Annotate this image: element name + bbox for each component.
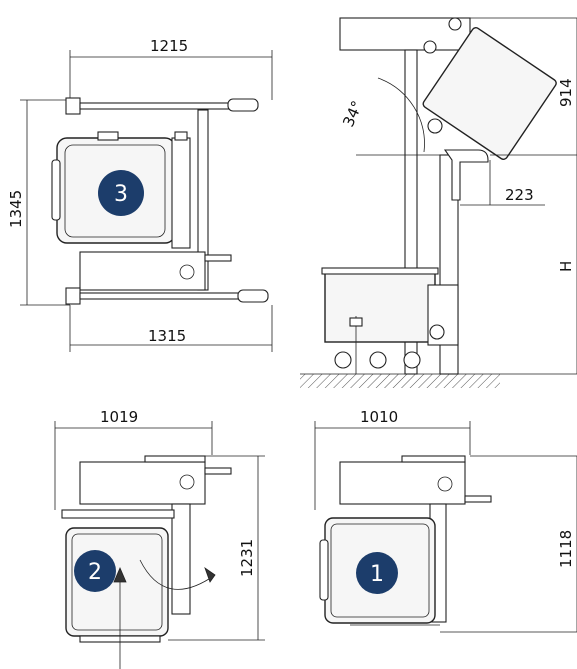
badge-1-label: 1 [370, 562, 384, 587]
dimension-1315: 1315 [148, 327, 186, 345]
dimension-H: H [557, 261, 575, 272]
badge-1 [356, 552, 398, 594]
side-view: 34° 914 223 H [300, 17, 577, 388]
angle-34: 34° [339, 98, 366, 130]
dimension-1019: 1019 [100, 408, 138, 426]
badge-2-label: 2 [88, 560, 102, 585]
dimension-1215: 1215 [150, 37, 188, 55]
dimension-1345: 1345 [7, 190, 25, 228]
badge-3 [98, 170, 144, 216]
dimension-1231: 1231 [238, 539, 256, 577]
badge-3-label: 3 [114, 182, 128, 207]
badge-2 [74, 550, 116, 592]
dimension-223: 223 [505, 186, 534, 204]
top-view-position-1: 1010 1118 1 [314, 408, 577, 633]
top-view-position-2: 1019 1231 2 [54, 408, 265, 669]
dimension-1010: 1010 [360, 408, 398, 426]
dimension-914: 914 [557, 78, 575, 107]
dimension-1118: 1118 [557, 530, 575, 568]
top-view-position-3: 1215 1345 1315 3 [7, 37, 273, 352]
